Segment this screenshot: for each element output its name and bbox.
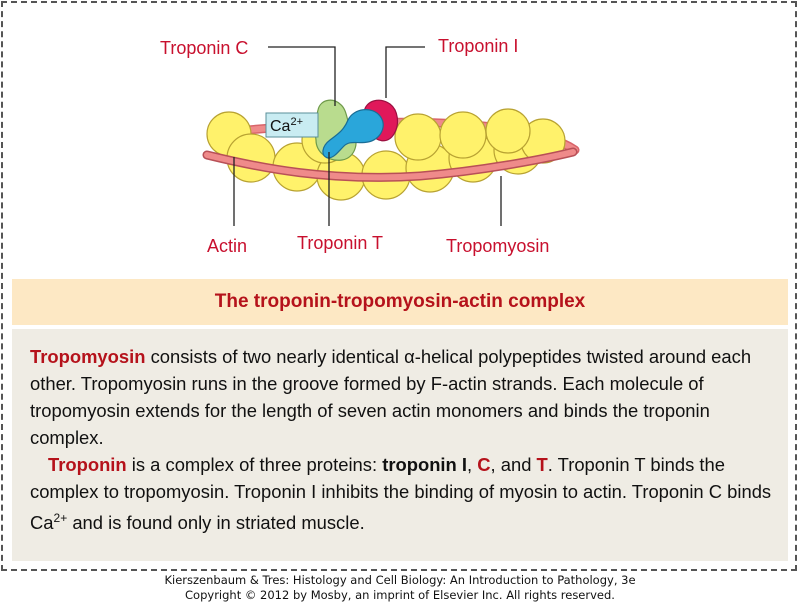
troponin-i-term: troponin I (382, 454, 467, 475)
complex-diagram: Ca2+ Troponin C Troponin I Actin Troponi… (160, 36, 580, 256)
description-panel: Tropomyosin consists of two nearly ident… (12, 329, 788, 561)
description-text: Tropomyosin consists of two nearly ident… (30, 343, 780, 536)
figure-frame (1, 1, 797, 571)
actin-monomer (394, 113, 442, 161)
troponin-t-shape (322, 109, 384, 159)
troponin-i-label: Troponin I (438, 36, 518, 56)
tropomyosin-label: Tropomyosin (446, 236, 549, 256)
p2-text-c: and is found only in striated muscle. (67, 512, 365, 534)
credit-line-1: Kierszenbaum & Tres: Histology and Cell … (164, 573, 636, 587)
troponin-t-label: Troponin T (297, 233, 383, 253)
tropomyosin-front-strand-fill (204, 149, 576, 181)
t-term: T (536, 454, 548, 475)
p2-and: , and (490, 454, 537, 475)
troponin-c-leader (268, 46, 336, 106)
calcium-charge: 2+ (53, 511, 68, 525)
credit-footer: Kierszenbaum & Tres: Histology and Cell … (0, 573, 800, 603)
p1-text-b: -helical polypeptides twisted around eac… (30, 346, 752, 448)
description-paragraph-2: Troponin is a complex of three proteins:… (30, 451, 780, 536)
troponin-c-label: Troponin C (160, 38, 248, 58)
description-paragraph-1: Tropomyosin consists of two nearly ident… (30, 343, 780, 451)
calcium-label: Ca2+ (270, 116, 303, 135)
actin-label: Actin (207, 236, 247, 256)
credit-line-2: Copyright © 2012 by Mosby, an imprint of… (185, 588, 615, 602)
alpha-symbol: α (404, 346, 415, 367)
figure-title: The troponin-tropomyosin-actin complex (214, 291, 586, 312)
actin-monomer (485, 108, 531, 154)
p2-comma: , (467, 454, 478, 475)
actin-monomer (439, 111, 487, 159)
p2-text-b: . Troponin T binds the complex to tropom… (30, 454, 772, 534)
troponin-i-leader (385, 46, 425, 98)
p1-text-a: consists of two nearly identical (145, 346, 405, 367)
title-band: The troponin-tropomyosin-actin complex (12, 279, 788, 325)
calcium-box (265, 112, 319, 138)
tropomyosin-term: Tropomyosin (30, 346, 146, 367)
c-term: C (477, 454, 491, 475)
p2-text-a: is a complex of three proteins: (126, 454, 383, 475)
troponin-term: Troponin (48, 454, 127, 475)
